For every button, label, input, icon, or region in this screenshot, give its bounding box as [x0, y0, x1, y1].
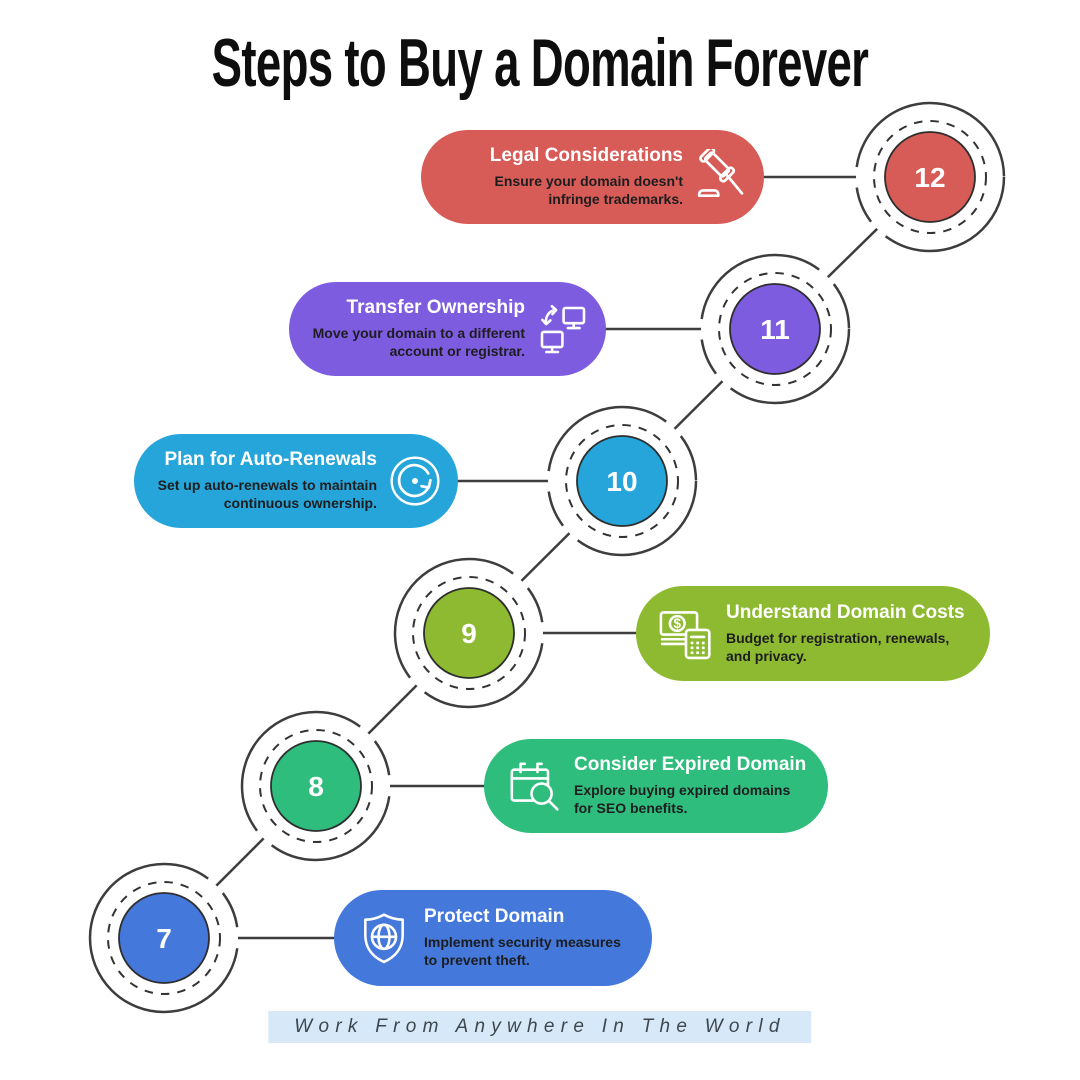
step-card-11: Transfer Ownership Move your domain to a…: [289, 282, 606, 376]
transfer-monitors-icon: [540, 304, 586, 354]
step-card-text: Understand Domain Costs Budget for regis…: [726, 602, 974, 665]
step-card-7: Protect Domain Implement security measur…: [334, 890, 652, 986]
step-node-7: 7: [88, 862, 240, 1014]
money-calculator-icon-shapes: $: [659, 610, 711, 659]
page-title: Steps to Buy a Domain Forever: [211, 25, 869, 101]
step-number: 10: [606, 466, 637, 497]
auto-renewal-icon-shapes: [390, 456, 440, 506]
gavel-icon: [697, 149, 744, 198]
calendar-search-icon-shapes: [510, 762, 559, 811]
step-number: 11: [760, 314, 790, 345]
dashed-ring: [873, 120, 987, 234]
shield-globe-icon: [364, 913, 404, 964]
step-description: Budget for registration, renewals, and p…: [726, 629, 950, 664]
step-node-9: 9: [393, 557, 545, 709]
step-description: Explore buying expired domains for SEO b…: [574, 782, 791, 817]
step-title: Transfer Ownership: [346, 297, 525, 319]
step-description: Ensure your domain doesn't infringe trad…: [494, 173, 683, 208]
step-node-11: 11: [699, 253, 851, 405]
dashed-ring: [259, 729, 373, 843]
footer-tagline: Work From Anywhere In The World: [268, 1011, 812, 1043]
calendar-search-icon: [510, 762, 559, 811]
step-card-12: Legal Considerations Ensure your domain …: [421, 130, 764, 224]
step-circle: [118, 892, 210, 984]
step-circle: [270, 740, 362, 832]
step-card-text: Protect Domain Implement security measur…: [424, 906, 636, 969]
dashed-ring: [565, 424, 679, 538]
step-circle: [423, 587, 515, 679]
dashed-ring: [107, 881, 221, 995]
transfer-monitors-icon-shapes: [540, 304, 586, 354]
dashed-ring: [718, 272, 832, 386]
step-description: Set up auto-renewals to maintain continu…: [157, 477, 377, 512]
step-node-8: 8: [240, 710, 392, 862]
step-description: Move your domain to a different account …: [312, 325, 525, 360]
step-number: 9: [461, 618, 477, 649]
step-card-8: Consider Expired Domain Explore buying e…: [484, 739, 828, 833]
step-circle: [729, 283, 821, 375]
step-number: 12: [914, 162, 945, 193]
svg-text:$: $: [674, 616, 682, 631]
step-title: Legal Considerations: [489, 145, 683, 167]
step-number: 7: [156, 923, 172, 954]
step-title: Understand Domain Costs: [726, 601, 965, 623]
step-card-text: Plan for Auto-Renewals Set up auto-renew…: [154, 449, 377, 512]
step-card-text: Consider Expired Domain Explore buying e…: [574, 754, 812, 817]
step-card-10: Plan for Auto-Renewals Set up auto-renew…: [134, 434, 458, 528]
dashed-ring: [412, 576, 526, 690]
step-node-12: 12: [854, 101, 1006, 253]
step-description: Implement security measures to prevent t…: [424, 934, 621, 969]
step-card-9: $ Understand Domain Costs Budget for reg…: [636, 586, 990, 681]
step-number: 8: [308, 771, 324, 802]
step-card-text: Transfer Ownership Move your domain to a…: [309, 297, 525, 360]
step-circle: [576, 435, 668, 527]
auto-renewal-icon: [390, 456, 440, 506]
step-title: Plan for Auto-Renewals: [164, 449, 377, 471]
step-title: Protect Domain: [424, 906, 565, 928]
shield-globe-icon-shapes: [364, 913, 404, 964]
step-title: Consider Expired Domain: [574, 754, 807, 776]
step-card-text: Legal Considerations Ensure your domain …: [441, 145, 683, 208]
money-calculator-icon: $: [659, 610, 711, 659]
page-title-wrap: Steps to Buy a Domain Forever: [0, 24, 1080, 102]
gavel-icon-shapes: [697, 149, 744, 198]
step-node-10: 10: [546, 405, 698, 557]
step-circle: [884, 131, 976, 223]
